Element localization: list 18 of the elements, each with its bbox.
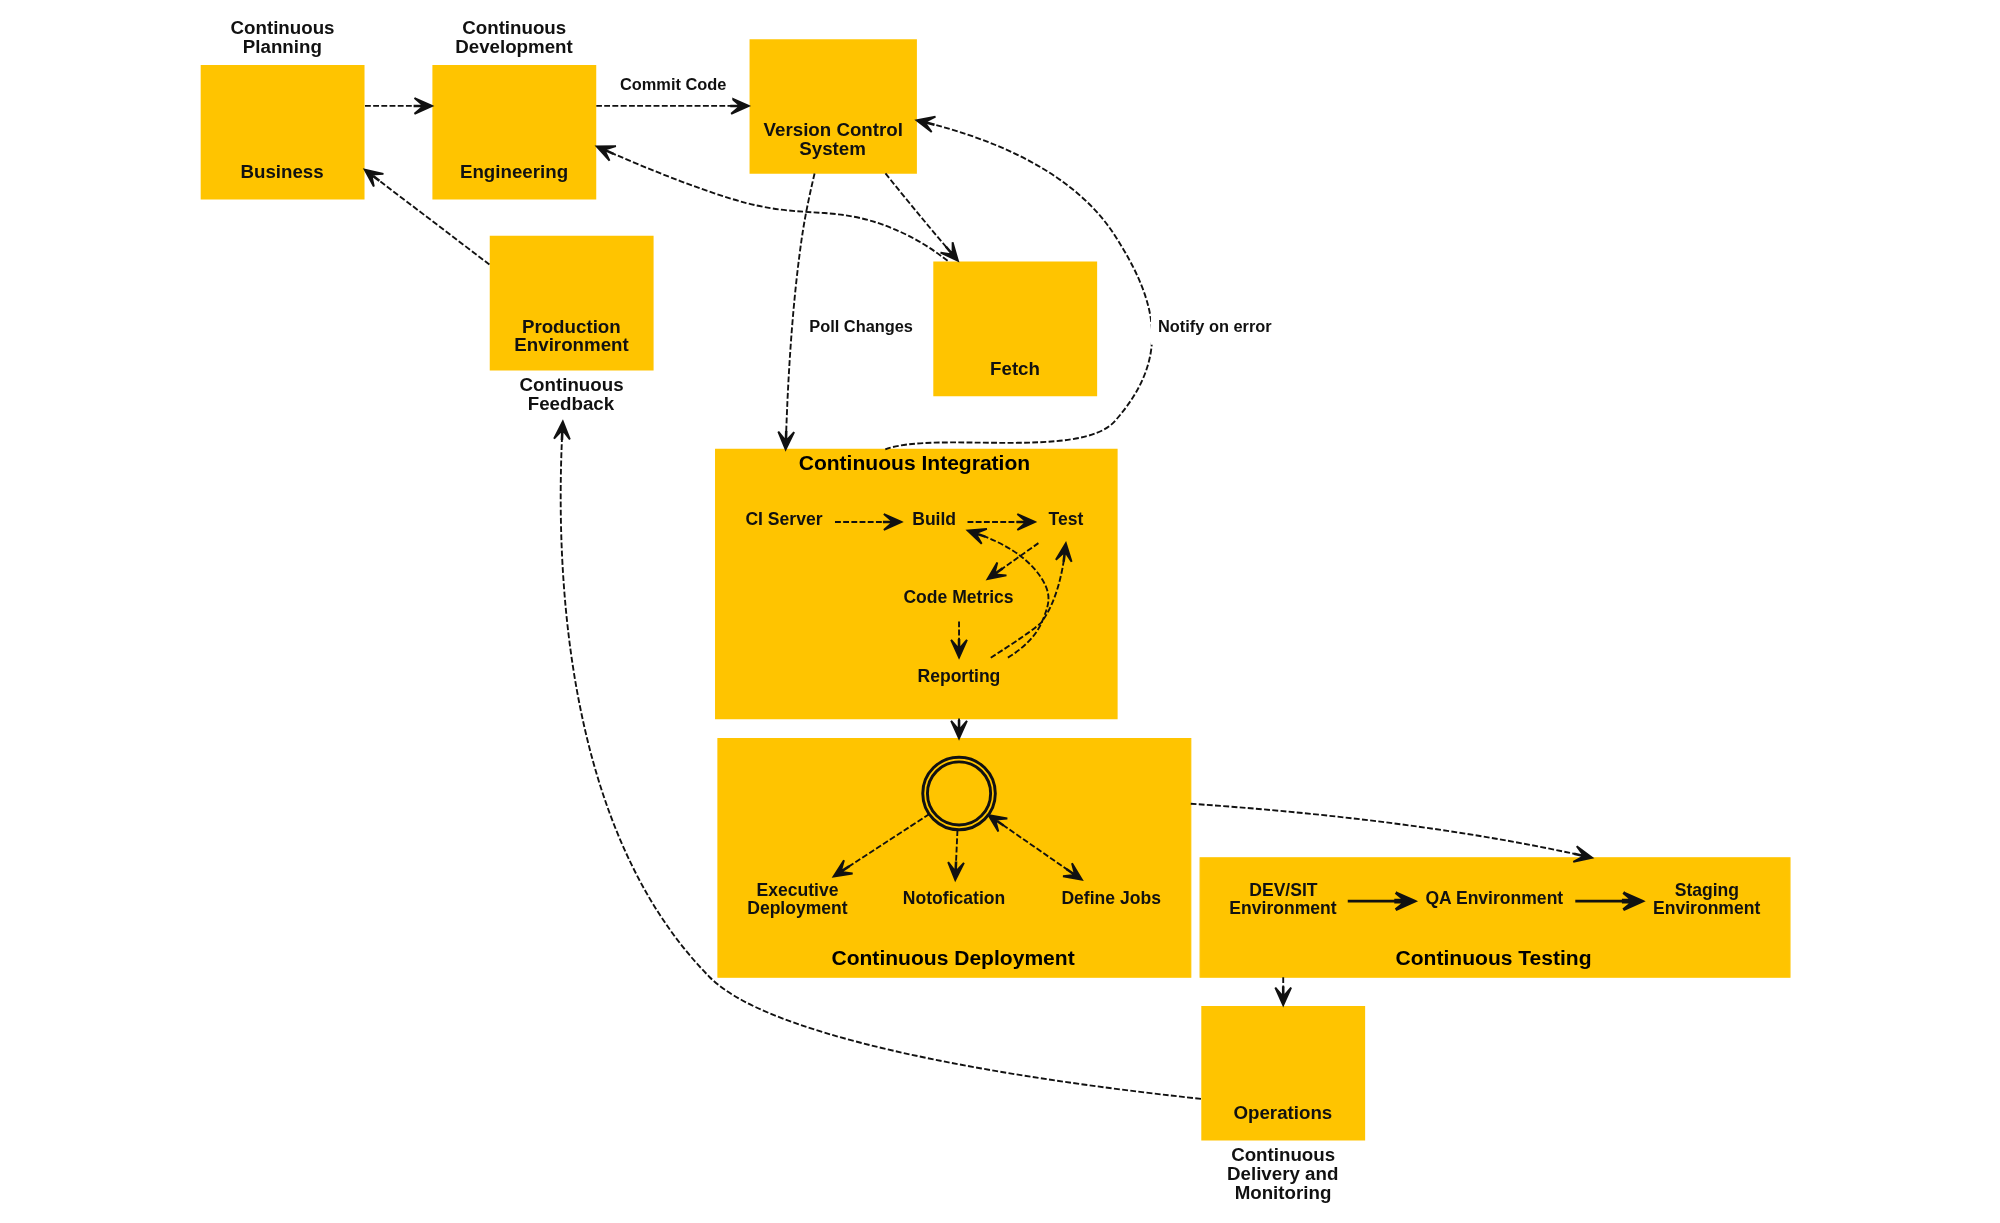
node-label: Continuous Development bbox=[455, 17, 573, 58]
node-text: Notofication bbox=[902, 888, 1006, 909]
edge-label: Notify on error bbox=[1157, 317, 1272, 336]
node-text: QA Environment bbox=[1425, 888, 1564, 909]
node-text: Test bbox=[1048, 508, 1084, 529]
node-label: Continuous Delivery and Monitoring bbox=[1227, 1144, 1339, 1203]
node-label: Continuous Planning bbox=[230, 17, 335, 58]
node-text: Build bbox=[912, 508, 957, 529]
edge-label: Poll Changes bbox=[809, 317, 913, 336]
node-text: Staging Environment bbox=[1653, 880, 1761, 919]
node-text: DEV/SIT Environment bbox=[1229, 880, 1337, 919]
node-text: Code Metrics bbox=[903, 587, 1014, 608]
node-label: Continuous Feedback bbox=[519, 374, 624, 414]
edge-label: Commit Code bbox=[619, 75, 727, 94]
node-text: CI Server bbox=[745, 508, 823, 529]
node-text: Define Jobs bbox=[1061, 888, 1161, 909]
node-text: Executive Deployment bbox=[747, 880, 848, 919]
node-text: Reporting bbox=[917, 665, 1001, 686]
